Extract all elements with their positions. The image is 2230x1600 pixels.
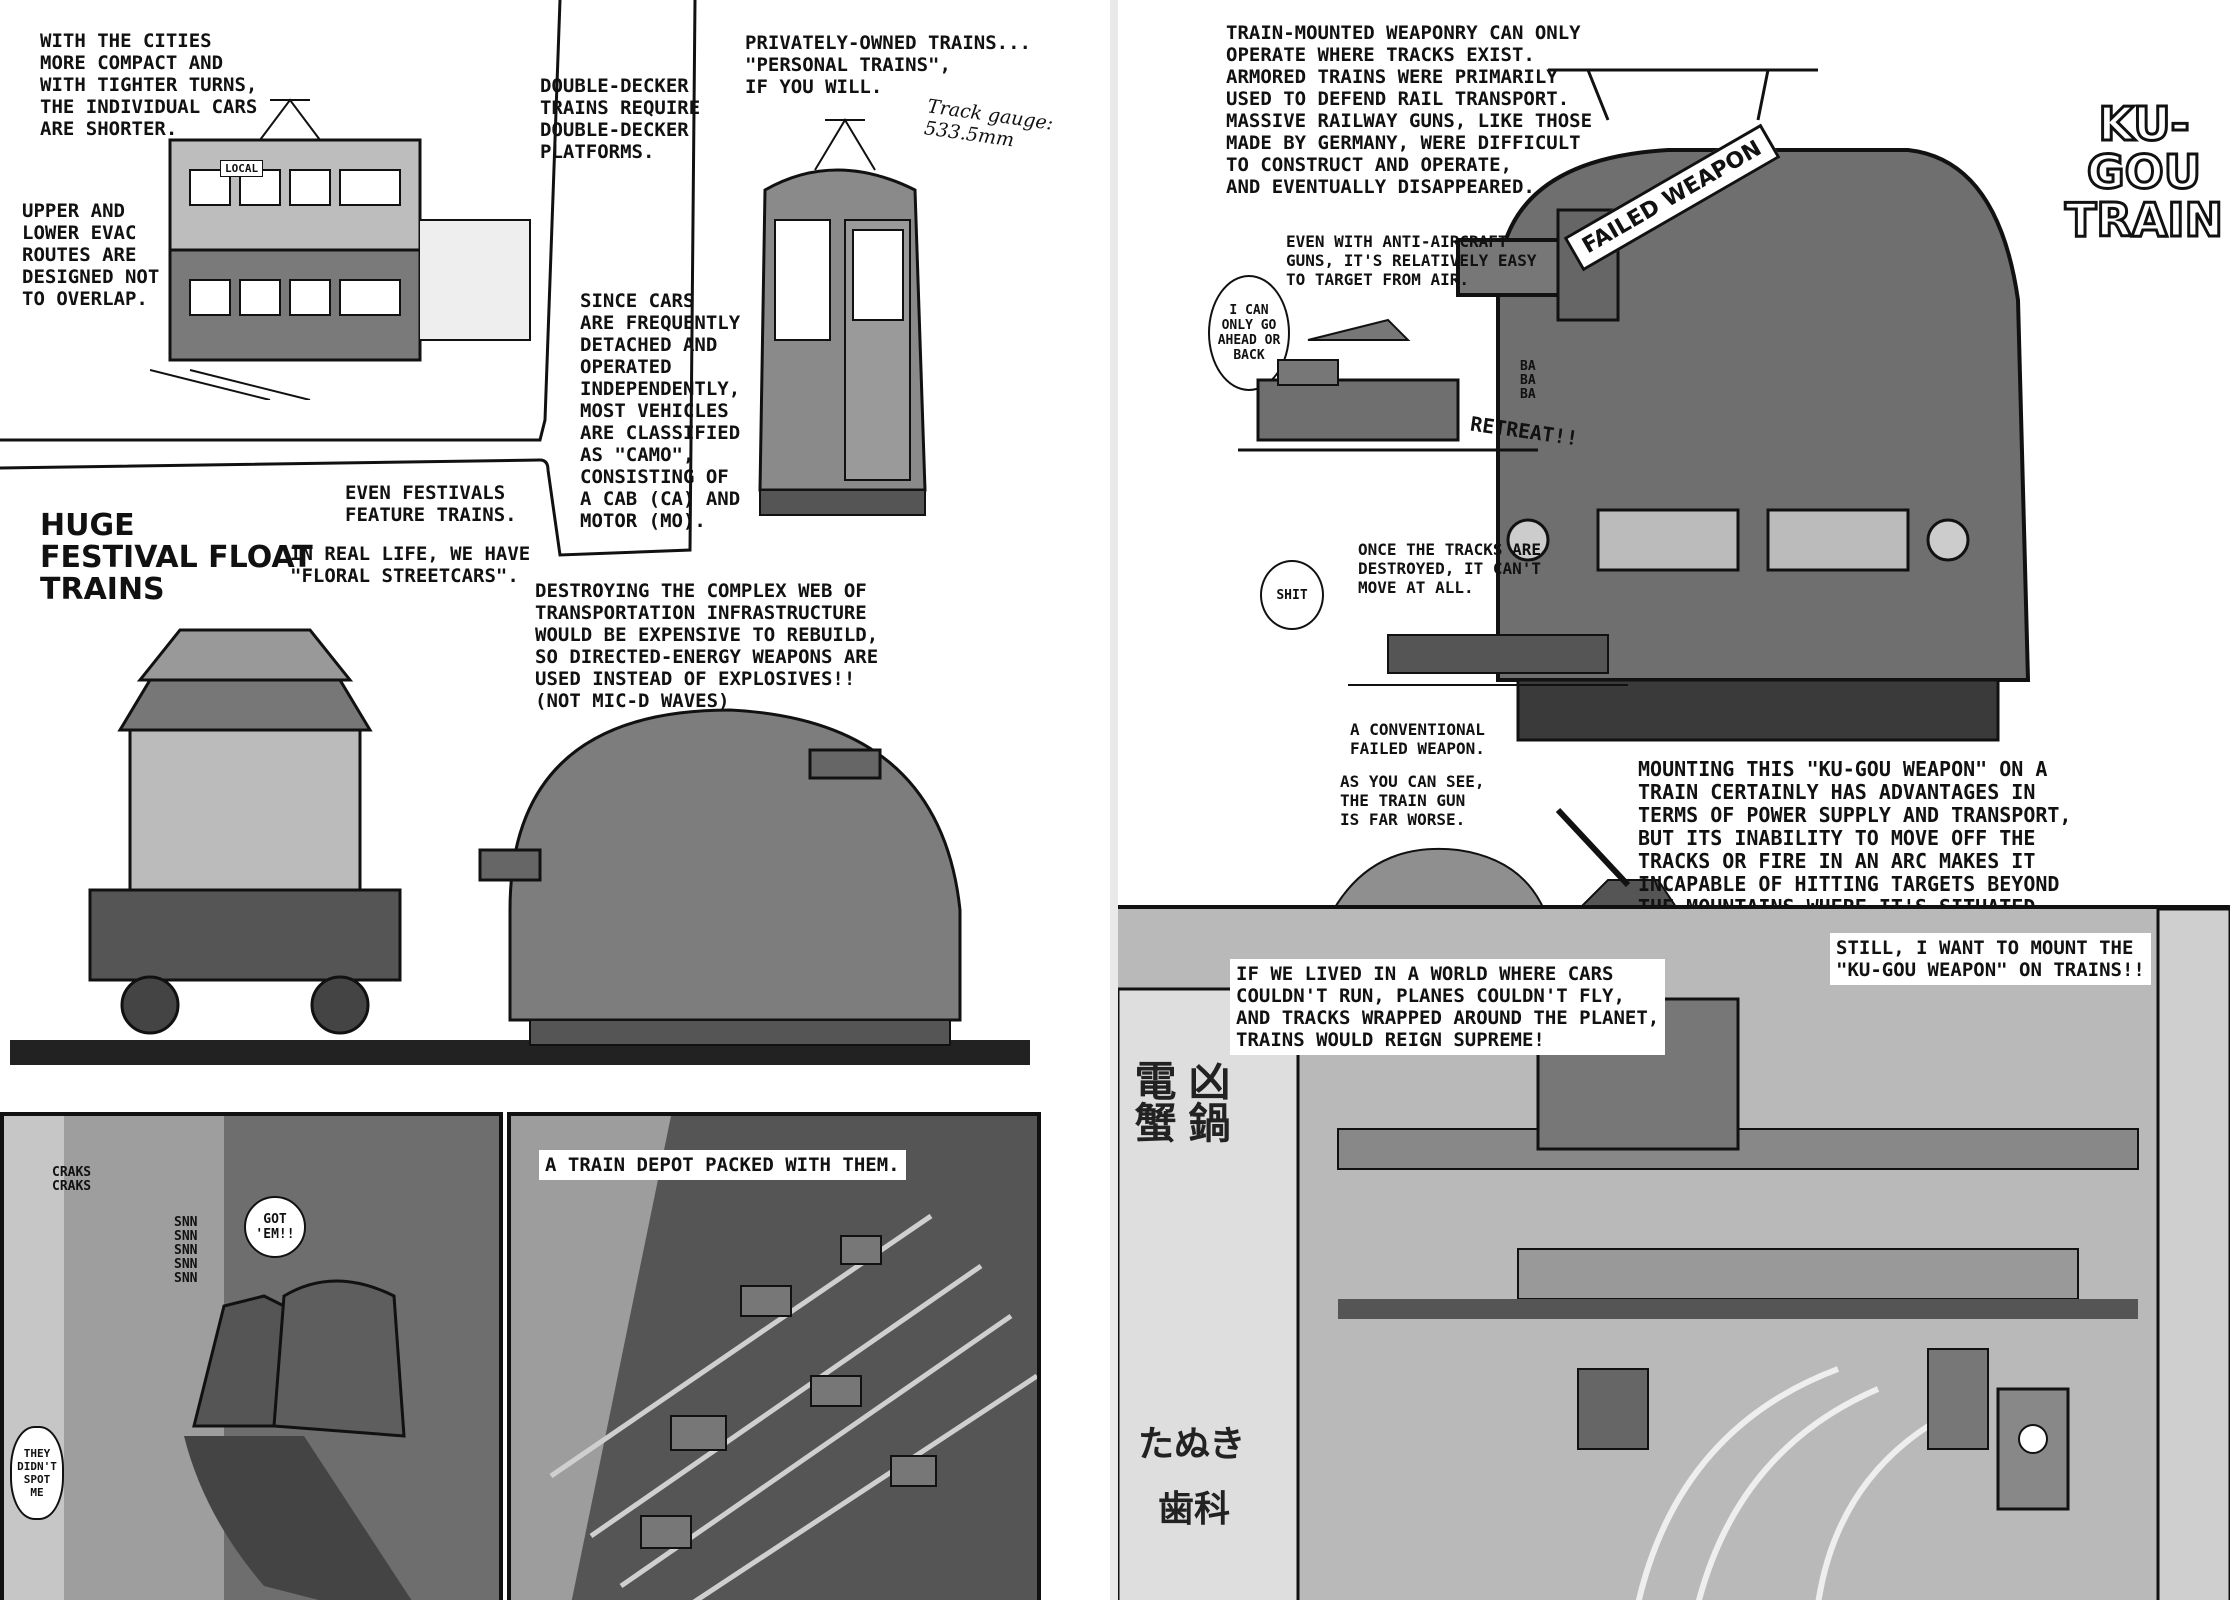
depot-tracks-art (511, 1116, 1037, 1600)
personal-train-illustration (758, 118, 927, 516)
mountain-railway-gun (1208, 807, 1728, 920)
local-sign: LOCAL (220, 160, 264, 177)
real-life-caption: IN REAL LIFE, WE HAVE "FLORAL STREETCARS… (290, 543, 531, 587)
armored-train-under-attack (1238, 318, 1538, 452)
page-gutter (1110, 0, 1118, 1600)
sign-kanji-1: 電蟹 (1128, 1059, 1177, 1143)
sign-kanji-3: 歯科 (1158, 1489, 1231, 1530)
hallway-train-art (4, 1116, 499, 1600)
shit-bubble: SHIT (1260, 560, 1324, 630)
sfx-snn: SNN SNN SNN SNN SNN (174, 1215, 198, 1286)
private-trains-caption: PRIVATELY-OWNED TRAINS... "PERSONAL TRAI… (745, 32, 1031, 98)
depot-caption: A TRAIN DEPOT PACKED WITH THEM. (539, 1150, 906, 1180)
mounting-caption: MOUNTING THIS "KU-GOU WEAPON" ON A TRAIN… (1638, 757, 2072, 919)
anti-aircraft-caption: EVEN WITH ANTI-AIRCRAFT GUNS, IT'S RELAT… (1286, 232, 1537, 289)
as-you-can-see-caption: AS YOU CAN SEE, THE TRAIN GUN IS FAR WOR… (1340, 772, 1485, 829)
festival-feature-caption: EVEN FESTIVALS FEATURE TRAINS. (345, 482, 517, 526)
still-want-caption: STILL, I WANT TO MOUNT THE "KU-GOU WEAPO… (1830, 933, 2151, 985)
they-didnt-bubble: THEY DIDN'T SPOT ME (10, 1426, 64, 1520)
weaponry-caption: TRAIN-MOUNTED WEAPONRY CAN ONLY OPERATE … (1226, 22, 1593, 198)
huge-festival-title: HUGE FESTIVAL FLOAT TRAINS (40, 508, 313, 607)
conventional-caption: A CONVENTIONAL FAILED WEAPON. (1350, 720, 1485, 758)
depot-panel: A TRAIN DEPOT PACKED WITH THEM. (507, 1112, 1041, 1600)
cities-caption: WITH THE CITIES MORE COMPACT AND WITH TI… (40, 30, 258, 140)
only-go-bubble: I CAN ONLY GO AHEAD OR BACK (1208, 275, 1290, 391)
cars-caption: SINCE CARS ARE FREQUENTLY DETACHED AND O… (580, 290, 741, 532)
destroying-caption: DESTROYING THE COMPLEX WEB OF TRANSPORTA… (535, 580, 879, 712)
stranded-train (1348, 634, 1628, 686)
sign-kana: たぬき (1138, 1424, 1246, 1465)
hallway-panel: CRAKS CRAKS SNN SNN SNN SNN SNN GOT 'EM!… (0, 1112, 503, 1600)
sign-kanji-2: 凶鍋 (1182, 1059, 1231, 1143)
if-we-lived-caption: IF WE LIVED IN A WORLD WHERE CARS COULDN… (1230, 959, 1666, 1055)
ku-gou-title: KU-GOU TRAIN (2063, 97, 2224, 247)
got-em-bubble: GOT 'EM!! (244, 1196, 306, 1258)
sfx-craks: CRAKS CRAKS (52, 1165, 92, 1194)
festival-float-illustration (10, 628, 1030, 1065)
tracks-destroyed-caption: ONCE THE TRACKS ARE DESTROYED, IT CAN'T … (1358, 540, 1542, 597)
evac-caption: UPPER AND LOWER EVAC ROUTES ARE DESIGNED… (22, 200, 160, 310)
city-panel: 電蟹 凶鍋 たぬき 歯科 IF WE LIVED IN A WORLD WHER… (1118, 905, 2230, 1600)
sfx-ba: BA BA BA (1520, 359, 1536, 402)
double-decker-train-illustration (150, 98, 531, 400)
double-decker-caption: DOUBLE-DECKER TRAINS REQUIRE DOUBLE-DECK… (540, 75, 701, 163)
ku-gou-train-illustration (1456, 68, 2031, 742)
right-page: TRAIN-MOUNTED WEAPONRY CAN ONLY OPERATE … (1118, 0, 2230, 1600)
left-page: LOCAL WITH THE CITIES MORE COMPACT AND W… (0, 0, 1110, 1600)
panel-border-lines (0, 0, 697, 557)
